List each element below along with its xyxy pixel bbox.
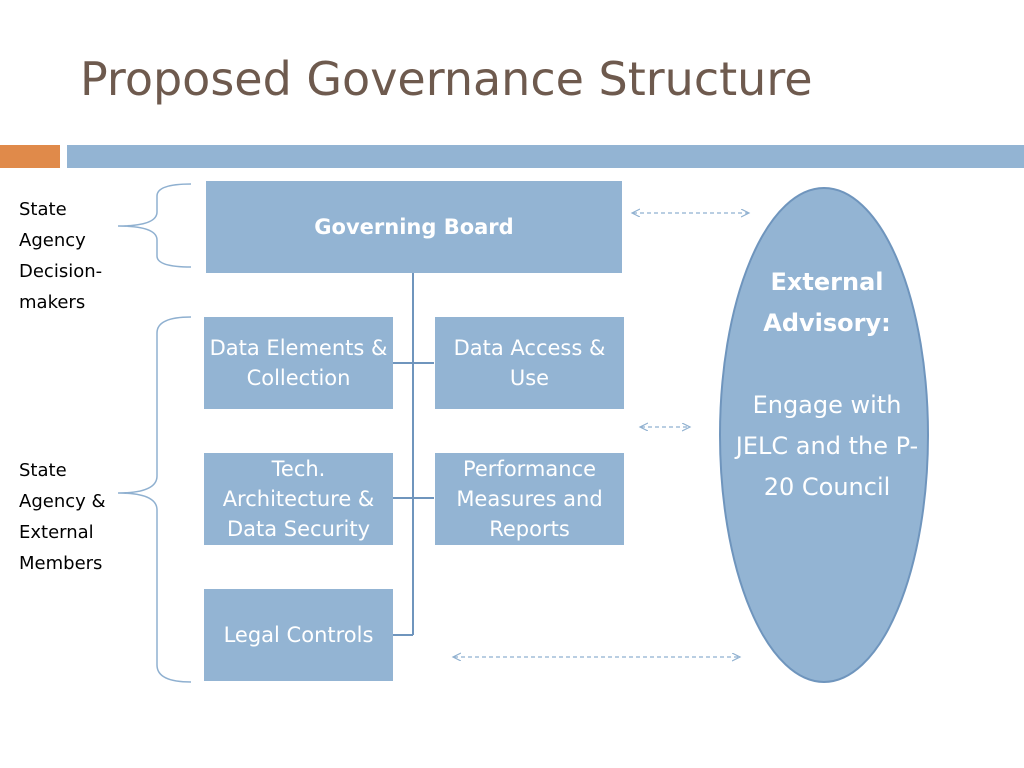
accent-bar-blue [67, 145, 1024, 168]
performance-box: Performance Measures and Reports [435, 453, 624, 545]
data-access-box: Data Access & Use [435, 317, 624, 409]
brace-decision-makers [117, 183, 192, 268]
external-advisory-heading: External Advisory: [763, 268, 891, 337]
tech-architecture-box: Tech. Architecture & Data Security [204, 453, 393, 545]
governing-board-box: Governing Board [206, 181, 622, 273]
legal-controls-box: Legal Controls [204, 589, 393, 681]
accent-bar-orange [0, 145, 60, 168]
external-advisory-body: Engage with JELC and the P-20 Council [735, 391, 919, 501]
brace-members [117, 316, 192, 683]
data-elements-box: Data Elements & Collection [204, 317, 393, 409]
external-advisory-text: External Advisory: Engage with JELC and … [727, 262, 927, 508]
label-decision-makers: State Agency Decision-makers [19, 199, 103, 313]
page-title: Proposed Governance Structure [80, 52, 813, 106]
label-members: State Agency & External Members [19, 460, 106, 574]
external-advisory-oval [719, 187, 929, 683]
